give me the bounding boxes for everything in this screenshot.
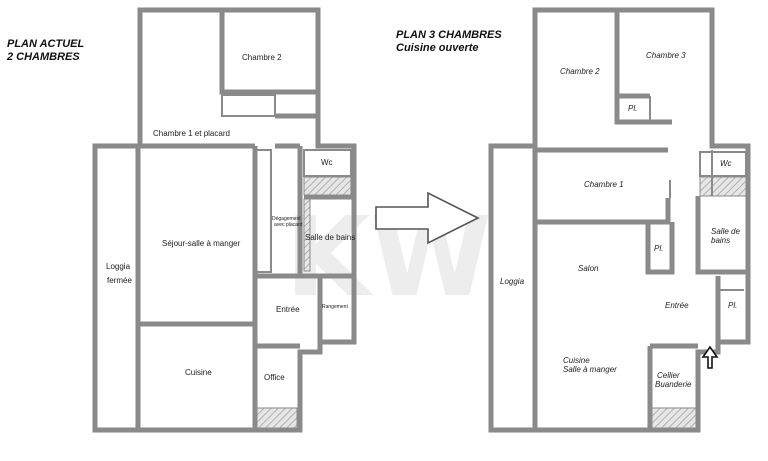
label-right-cellier-line1: Cellier bbox=[657, 371, 680, 380]
label-right-wc: Wc bbox=[720, 159, 732, 168]
label-right-salon: Salon bbox=[578, 264, 599, 273]
label-right-cellier-line2: Buanderie bbox=[655, 380, 692, 389]
left-plan-title-line2: 2 CHAMBRES bbox=[7, 51, 80, 63]
label-left-chambre-2: Chambre 2 bbox=[242, 53, 282, 62]
left-plan-title: PLAN ACTUEL 2 CHAMBRES bbox=[7, 38, 84, 64]
entrance-arrow-icon bbox=[701, 345, 719, 369]
transition-arrow-icon bbox=[375, 191, 480, 245]
label-left-loggia-line2: fermée bbox=[107, 276, 132, 285]
label-left-sejour: Séjour-salle à manger bbox=[162, 239, 241, 248]
label-right-chambre-2: Chambre 2 bbox=[560, 67, 600, 76]
label-left-entree: Entrée bbox=[276, 305, 300, 314]
label-left-wc: Wc bbox=[321, 158, 333, 167]
label-left-office: Office bbox=[264, 373, 285, 382]
label-right-salle-line1: Salle de bbox=[711, 227, 740, 236]
label-left-salle-de-bains: Salle de bains bbox=[305, 233, 355, 242]
label-left-degagement-line2: avec placard bbox=[274, 222, 303, 228]
label-right-pl-mid: Pl. bbox=[654, 244, 663, 253]
label-left-rangement: Rangement bbox=[322, 304, 348, 310]
label-right-cuisine-line2: Salle à manger bbox=[563, 365, 617, 374]
label-left-chambre-1: Chambre 1 et placard bbox=[153, 129, 230, 138]
label-right-chambre-3: Chambre 3 bbox=[646, 51, 686, 60]
label-right-pl-right: Pl. bbox=[728, 301, 737, 310]
label-right-loggia: Loggia bbox=[500, 277, 525, 286]
right-plan-title: PLAN 3 CHAMBRES Cuisine ouverte bbox=[396, 29, 502, 55]
label-right-cuisine-line1: Cuisine bbox=[563, 356, 590, 365]
label-right-salle-line2: bains bbox=[711, 236, 730, 245]
right-plan-title-line2: Cuisine ouverte bbox=[396, 42, 479, 54]
label-left-degagement-line1: Dégagement bbox=[272, 216, 301, 222]
label-right-entree: Entrée bbox=[665, 301, 689, 310]
label-right-pl-top: Pl. bbox=[628, 104, 637, 113]
right-plan-title-line1: PLAN 3 CHAMBRES bbox=[396, 29, 502, 41]
right-floor-plan bbox=[488, 7, 751, 433]
label-left-loggia-line1: Loggia bbox=[106, 262, 131, 271]
label-right-chambre-1: Chambre 1 bbox=[584, 180, 624, 189]
left-floor-plan bbox=[92, 7, 357, 433]
label-left-cuisine: Cuisine bbox=[185, 368, 212, 377]
left-plan-title-line1: PLAN ACTUEL bbox=[7, 38, 85, 50]
